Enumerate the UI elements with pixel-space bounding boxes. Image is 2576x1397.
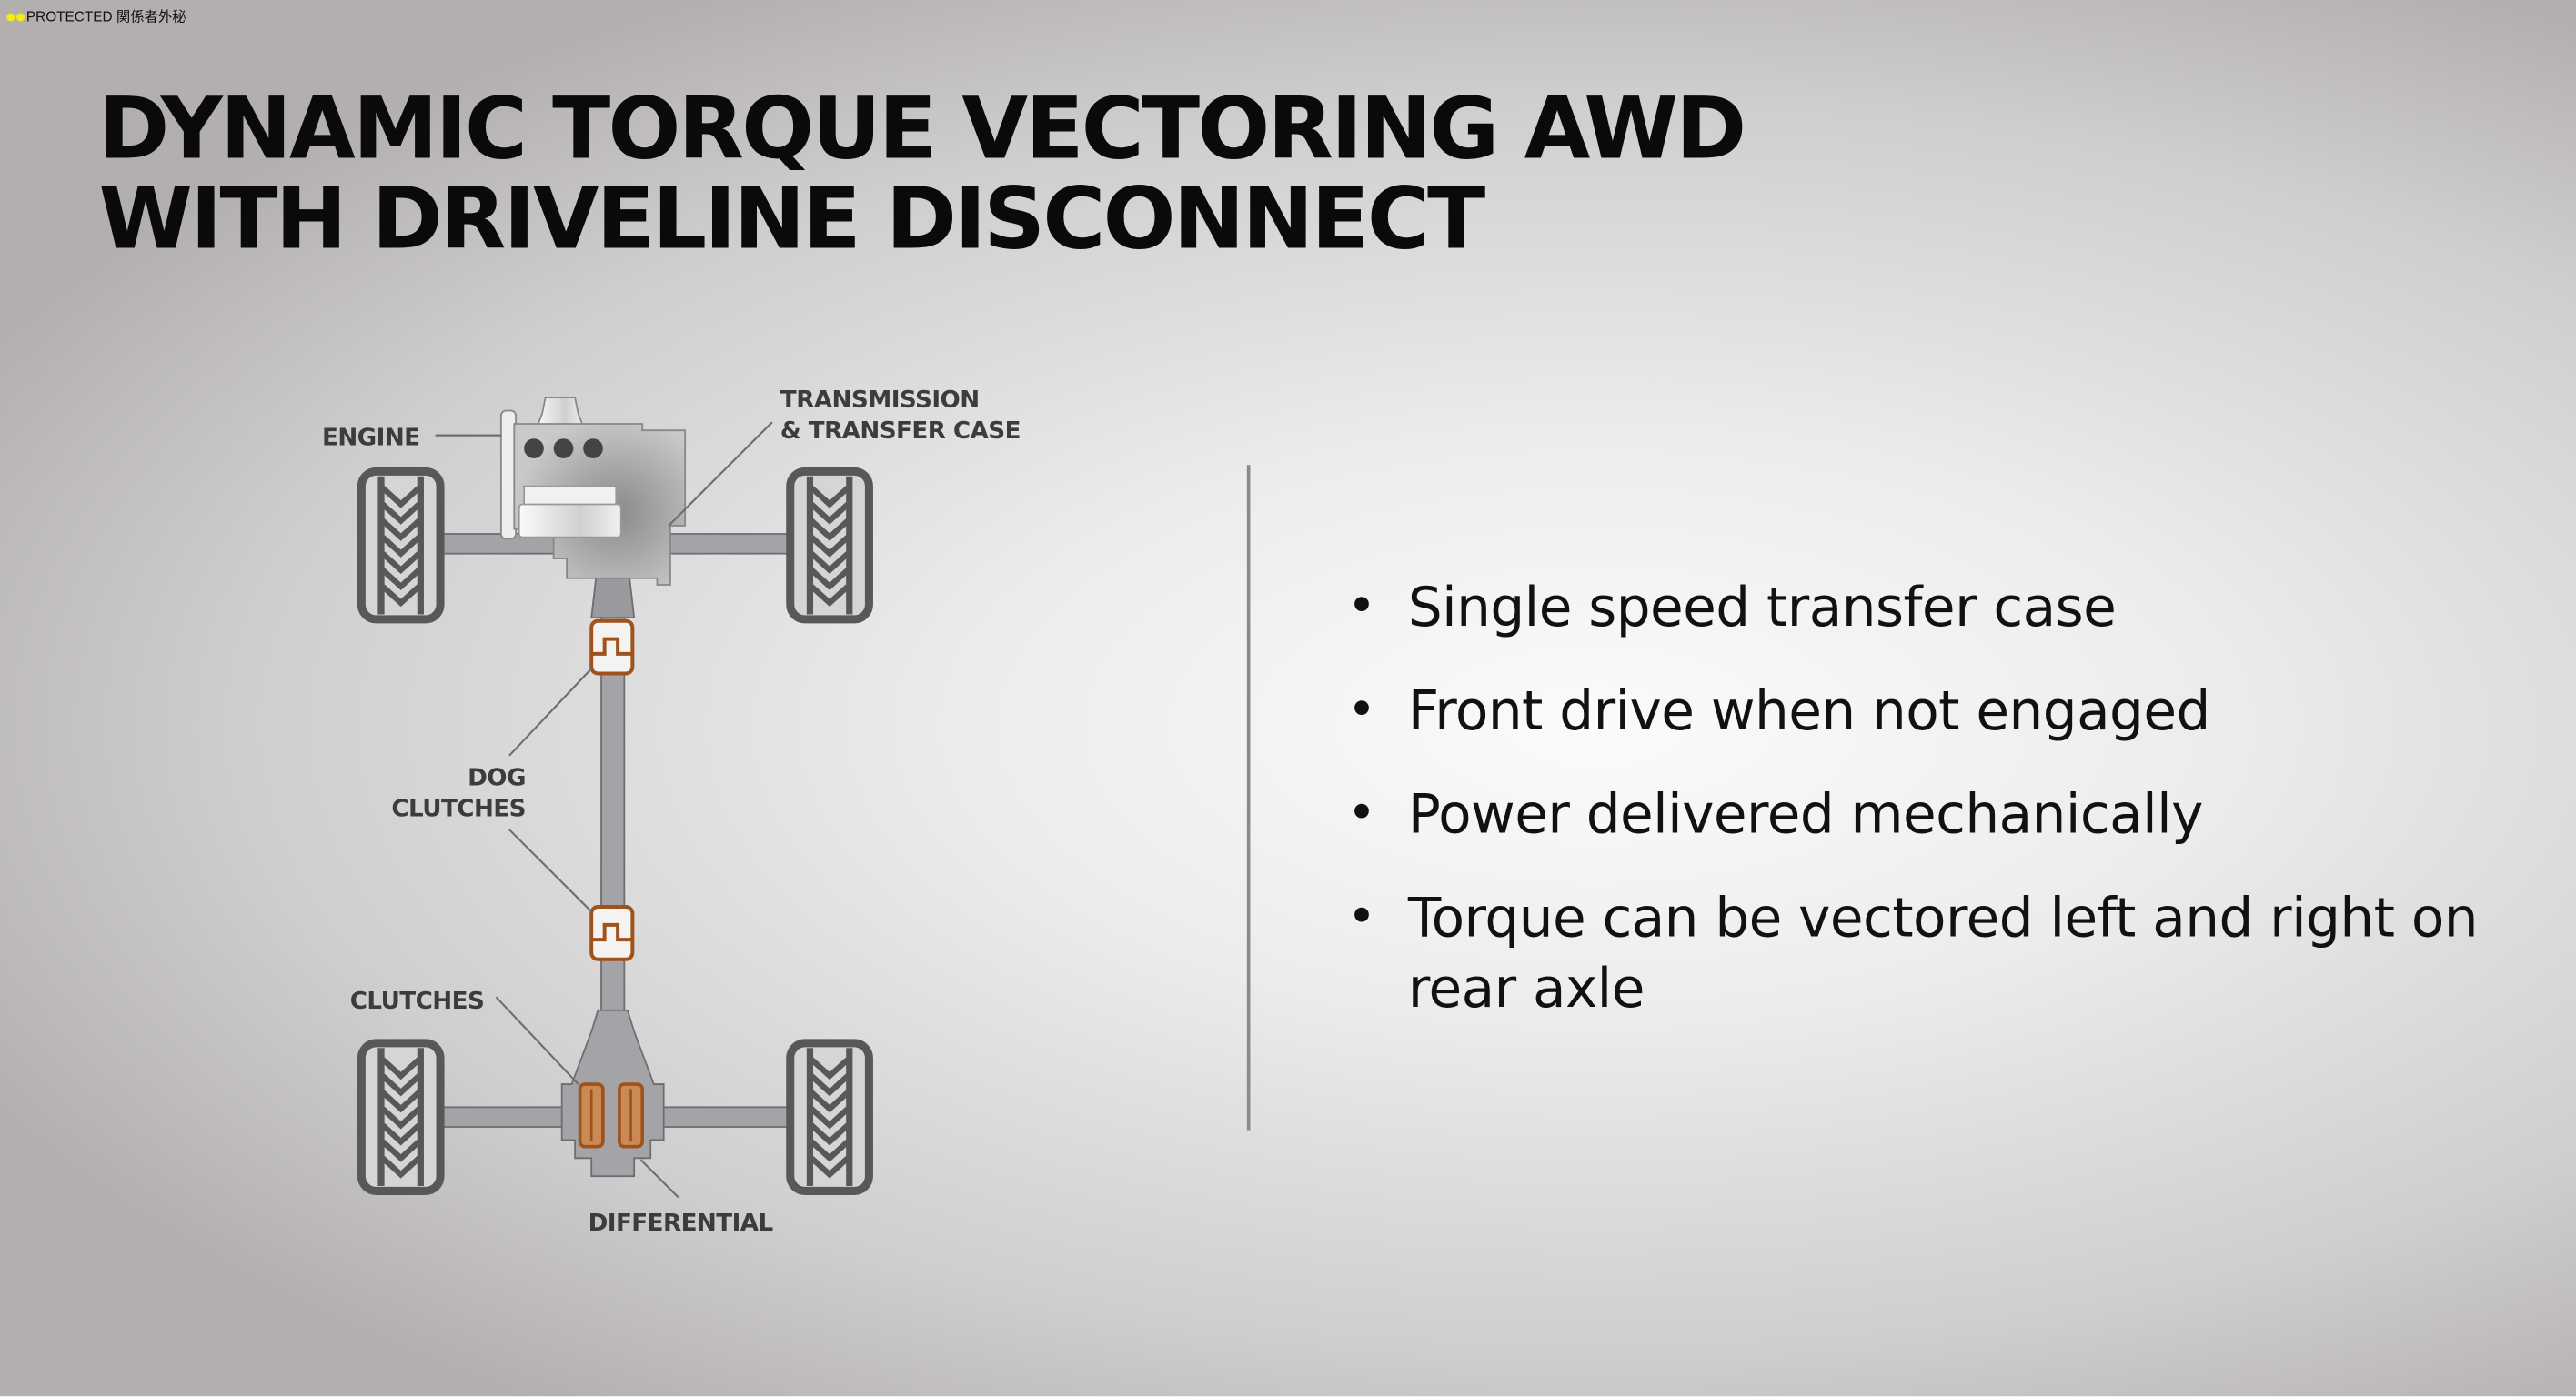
rear-right-tire-icon (790, 1043, 870, 1191)
bullet-item: • Torque can be vectored left and right o… (1347, 882, 2530, 1023)
bullet-list: • Single speed transfer case • Front drive… (1347, 572, 2530, 1057)
bullet-item: • Single speed transfer case (1347, 572, 2530, 643)
bullet-text: Power delivered mechanically (1407, 781, 2204, 847)
dog-clutch-rear-icon (589, 904, 635, 961)
bullet-icon: • (1347, 681, 1376, 739)
bullet-text: Front drive when not engaged (1407, 678, 2210, 743)
differential-label: DIFFERENTIAL (589, 1210, 773, 1237)
bullet-icon: • (1347, 578, 1376, 636)
dog-clutch-front-icon (589, 618, 635, 676)
rear-left-tire-icon (361, 1043, 440, 1191)
transmission-label-2: & TRANSFER CASE (780, 417, 1021, 445)
bullet-icon: • (1347, 889, 1376, 947)
bullet-item: • Power delivered mechanically (1347, 779, 2530, 849)
dog-clutches-label-2: CLUTCHES (391, 796, 526, 823)
differential-icon (560, 1009, 665, 1178)
yellow-dot-icon (6, 12, 15, 21)
front-right-tire-icon (790, 471, 870, 619)
dog-clutches-label-1: DOG (468, 764, 526, 791)
transmission-label-1: TRANSMISSION (780, 387, 980, 414)
bullet-icon: • (1347, 785, 1376, 843)
yellow-dot-icon (16, 12, 25, 21)
slide-title: DYNAMIC TORQUE VECTORING AWD WITH DRIVEL… (98, 85, 1746, 270)
protected-label: PROTECTED 関係者外秘 (25, 8, 186, 25)
bullet-item: • Front drive when not engaged (1347, 675, 2530, 746)
shaft-cone (590, 574, 636, 619)
title-line-1: DYNAMIC TORQUE VECTORING AWD (98, 80, 1746, 179)
clutches-label: CLUTCHES (350, 988, 485, 1015)
leader-lines (435, 421, 773, 1199)
title-line-2: WITH DRIVELINE DISCONNECT (98, 170, 1485, 270)
front-left-tire-icon (361, 471, 440, 619)
bullet-text: Torque can be vectored left and right on… (1407, 885, 2479, 1020)
engine-icon (499, 397, 687, 586)
divider (1246, 465, 1251, 1131)
bullet-text: Single speed transfer case (1407, 575, 2117, 639)
protected-banner: PROTECTED 関係者外秘 (6, 6, 186, 26)
engine-label: ENGINE (322, 424, 420, 451)
